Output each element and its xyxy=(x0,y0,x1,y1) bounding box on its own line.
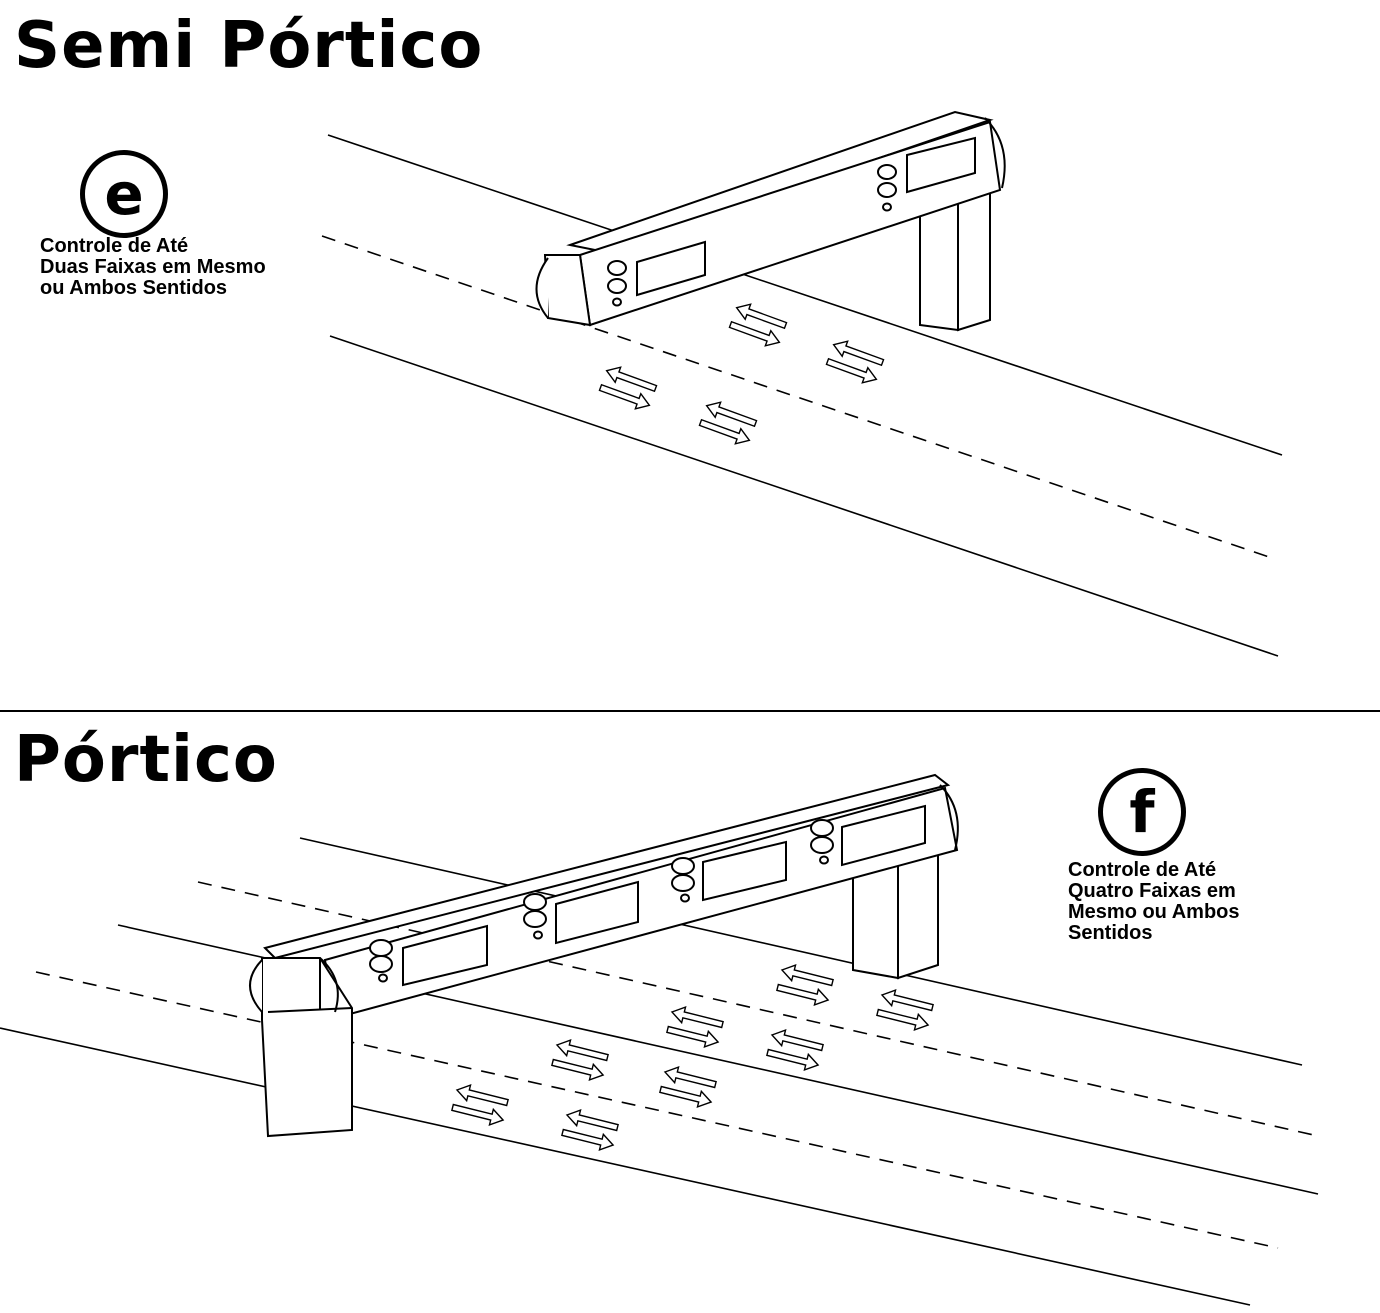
double-arrow-icon xyxy=(764,1026,826,1074)
double-arrow-icon xyxy=(657,1063,719,1111)
caption-portico: Controle de Até Quatro Faixas em Mesmo o… xyxy=(1068,860,1240,944)
double-arrow-icon xyxy=(449,1081,511,1129)
double-arrow-icon xyxy=(774,961,836,1009)
portico-road xyxy=(0,837,1319,1306)
caption-line: Controle de Até xyxy=(40,235,189,257)
double-arrow-icon xyxy=(559,1106,621,1154)
section-badge-f: f xyxy=(1098,768,1186,856)
section-divider xyxy=(0,710,1380,712)
double-arrow-icon xyxy=(597,362,659,414)
portico-gantry xyxy=(249,773,959,1138)
caption-line: Controle de Até xyxy=(1068,859,1217,881)
double-arrow-icon xyxy=(549,1036,611,1084)
double-arrow-icon xyxy=(727,299,789,351)
semi-portico-road xyxy=(321,134,1283,657)
semi-portico-gantry xyxy=(535,110,1006,332)
caption-line: Duas Faixas em Mesmo xyxy=(40,256,266,278)
double-arrow-icon xyxy=(874,986,936,1034)
section-title-portico: Pórtico xyxy=(14,723,278,797)
portico-lane-arrows xyxy=(449,961,936,1154)
caption-line: Quatro Faixas em xyxy=(1068,880,1236,902)
caption-line: ou Ambos Sentidos xyxy=(40,277,228,299)
caption-line: Sentidos xyxy=(1068,922,1153,944)
caption-line: Mesmo ou Ambos xyxy=(1068,901,1240,923)
section-badge-e: e xyxy=(80,150,168,238)
section-title-semi-portico: Semi Pórtico xyxy=(14,9,484,83)
semi-portico-lane-arrows xyxy=(597,299,886,449)
double-arrow-icon xyxy=(664,1003,726,1051)
double-arrow-icon xyxy=(697,397,759,449)
double-arrow-icon xyxy=(824,336,886,388)
caption-semi-portico: Controle de Até Duas Faixas em Mesmo ou … xyxy=(40,236,266,299)
